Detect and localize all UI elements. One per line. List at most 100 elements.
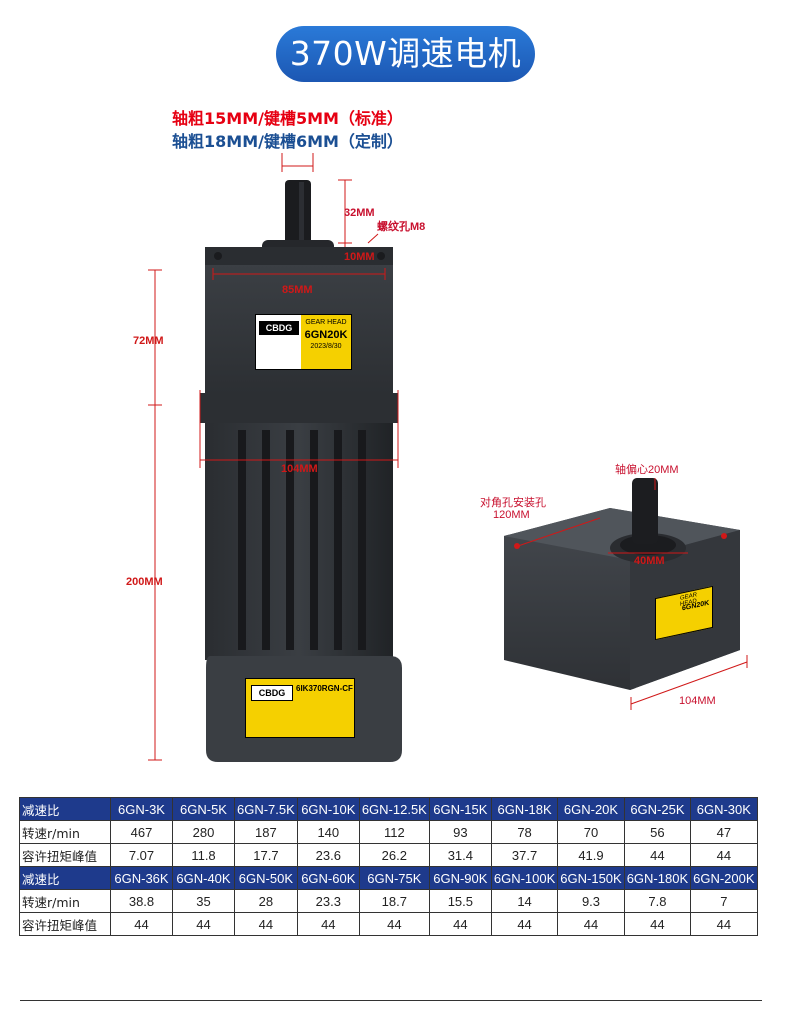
table-cell: 23.3 bbox=[296, 889, 360, 913]
table-cell: 6GN-90K bbox=[428, 866, 492, 890]
body-height-dim: 200MM bbox=[126, 576, 163, 588]
table-cell: 6GN-200K bbox=[690, 866, 758, 890]
row-label-speed: 转速r/min bbox=[19, 889, 111, 913]
table-cell: 6GN-50K bbox=[234, 866, 298, 890]
gearbox-width-dim: 104MM bbox=[679, 695, 716, 707]
motor-shaft bbox=[285, 180, 311, 245]
table-cell: 44 bbox=[490, 912, 559, 936]
table-cell: 31.4 bbox=[428, 843, 492, 867]
table-cell: 44 bbox=[690, 843, 758, 867]
brand-logo: CBDG bbox=[259, 321, 299, 335]
table-cell: 38.8 bbox=[110, 889, 173, 913]
table-cell: 44 bbox=[296, 912, 360, 936]
table-cell: 6GN-25K bbox=[623, 797, 692, 821]
body-width-dim: 104MM bbox=[281, 463, 318, 475]
table-row: 转速r/min 38.8 35 28 23.3 18.7 15.5 14 9.3… bbox=[19, 889, 758, 913]
boss-diameter-dim: 40MM bbox=[634, 555, 665, 567]
head-height-dim: 72MM bbox=[133, 335, 164, 347]
table-cell: 17.7 bbox=[234, 843, 298, 867]
table-cell: 47 bbox=[690, 820, 758, 844]
table-cell: 35 bbox=[172, 889, 235, 913]
table-cell: 11.8 bbox=[172, 843, 235, 867]
table-cell: 6GN-7.5K bbox=[234, 797, 298, 821]
table-cell: 6GN-10K bbox=[296, 797, 360, 821]
motor-model: 6IK370RGN-CF bbox=[296, 684, 353, 693]
diagonal-hole-label: 对角孔安装孔 bbox=[480, 497, 546, 509]
table-cell: 6GN-36K bbox=[110, 866, 173, 890]
screw-hole-dim: 螺纹孔M8 bbox=[377, 221, 426, 233]
motor-label: CBDG 6IK370RGN-CF bbox=[245, 678, 355, 738]
table-row: 减速比 6GN-3K 6GN-5K 6GN-7.5K 6GN-10K 6GN-1… bbox=[19, 797, 758, 821]
row-label-speed: 转速r/min bbox=[19, 820, 111, 844]
gear-head-label: CBDG GEAR HEAD 6GN20K 2023/8/30 bbox=[255, 314, 352, 370]
shaft-offset-dim: 轴偏心20MM bbox=[615, 464, 679, 476]
motor-illustration bbox=[148, 153, 748, 762]
specs-table: 减速比 6GN-3K 6GN-5K 6GN-7.5K 6GN-10K 6GN-1… bbox=[19, 797, 758, 936]
table-cell: 78 bbox=[490, 820, 559, 844]
table-row: 转速r/min 467 280 187 140 112 93 78 70 56 … bbox=[19, 820, 758, 844]
table-cell: 6GN-75K bbox=[358, 866, 430, 890]
row-label-ratio: 减速比 bbox=[19, 866, 111, 890]
table-cell: 6GN-5K bbox=[172, 797, 235, 821]
table-cell: 6GN-3K bbox=[110, 797, 173, 821]
table-cell: 15.5 bbox=[428, 889, 492, 913]
row-label-ratio: 减速比 bbox=[19, 797, 111, 821]
table-cell: 6GN-180K bbox=[623, 866, 692, 890]
row-label-torque: 容许扭矩峰值 bbox=[19, 843, 111, 867]
table-row: 容许扭矩峰值 44 44 44 44 44 44 44 44 44 44 bbox=[19, 912, 758, 936]
table-cell: 70 bbox=[557, 820, 625, 844]
table-cell: 6GN-15K bbox=[428, 797, 492, 821]
table-row: 容许扭矩峰值 7.07 11.8 17.7 23.6 26.2 31.4 37.… bbox=[19, 843, 758, 867]
table-cell: 44 bbox=[110, 912, 173, 936]
table-cell: 44 bbox=[428, 912, 492, 936]
table-cell: 6GN-40K bbox=[172, 866, 235, 890]
shaft-length-dim: 32MM bbox=[344, 207, 375, 219]
table-cell: 44 bbox=[690, 912, 758, 936]
page-title: 370W调速电机 bbox=[276, 26, 535, 82]
table-cell: 18.7 bbox=[358, 889, 430, 913]
boss-height-dim: 10MM bbox=[344, 251, 375, 263]
gear-head-date: 2023/8/30 bbox=[310, 343, 342, 350]
table-cell: 26.2 bbox=[358, 843, 430, 867]
table-cell: 9.3 bbox=[557, 889, 625, 913]
table-cell: 44 bbox=[623, 843, 692, 867]
table-cell: 6GN-150K bbox=[557, 866, 625, 890]
table-cell: 140 bbox=[296, 820, 360, 844]
table-cell: 112 bbox=[358, 820, 430, 844]
table-cell: 93 bbox=[428, 820, 492, 844]
motor-brand-logo: CBDG bbox=[251, 685, 293, 701]
table-cell: 6GN-60K bbox=[296, 866, 360, 890]
divider bbox=[20, 1000, 762, 1001]
shaft-spec-standard: 轴粗15MM/键槽5MM（标准） bbox=[172, 109, 403, 128]
table-cell: 7 bbox=[690, 889, 758, 913]
table-cell: 7.07 bbox=[110, 843, 173, 867]
row-label-torque: 容许扭矩峰值 bbox=[19, 912, 111, 936]
table-cell: 14 bbox=[490, 889, 559, 913]
table-cell: 56 bbox=[623, 820, 692, 844]
table-cell: 280 bbox=[172, 820, 235, 844]
diagonal-hole-dim: 120MM bbox=[493, 509, 530, 521]
table-cell: 41.9 bbox=[557, 843, 625, 867]
table-cell: 6GN-20K bbox=[557, 797, 625, 821]
table-cell: 44 bbox=[234, 912, 298, 936]
table-cell: 6GN-18K bbox=[490, 797, 559, 821]
table-cell: 6GN-30K bbox=[690, 797, 758, 821]
table-cell: 6GN-12.5K bbox=[358, 797, 430, 821]
table-cell: 6GN-100K bbox=[490, 866, 559, 890]
table-cell: 44 bbox=[358, 912, 430, 936]
table-cell: 28 bbox=[234, 889, 298, 913]
table-cell: 23.6 bbox=[296, 843, 360, 867]
gearbox-shaft bbox=[632, 478, 658, 544]
gear-head-title: GEAR HEAD bbox=[305, 319, 347, 326]
gear-head-model: 6GN20K bbox=[304, 329, 348, 341]
table-cell: 37.7 bbox=[490, 843, 559, 867]
table-cell: 44 bbox=[557, 912, 625, 936]
table-cell: 187 bbox=[234, 820, 298, 844]
table-row: 减速比 6GN-36K 6GN-40K 6GN-50K 6GN-60K 6GN-… bbox=[19, 866, 758, 890]
table-cell: 7.8 bbox=[623, 889, 692, 913]
shaft-spec-custom: 轴粗18MM/键槽6MM（定制） bbox=[172, 132, 403, 151]
table-cell: 467 bbox=[110, 820, 173, 844]
table-cell: 44 bbox=[172, 912, 235, 936]
table-cell: 44 bbox=[623, 912, 692, 936]
head-width-dim: 85MM bbox=[282, 284, 313, 296]
